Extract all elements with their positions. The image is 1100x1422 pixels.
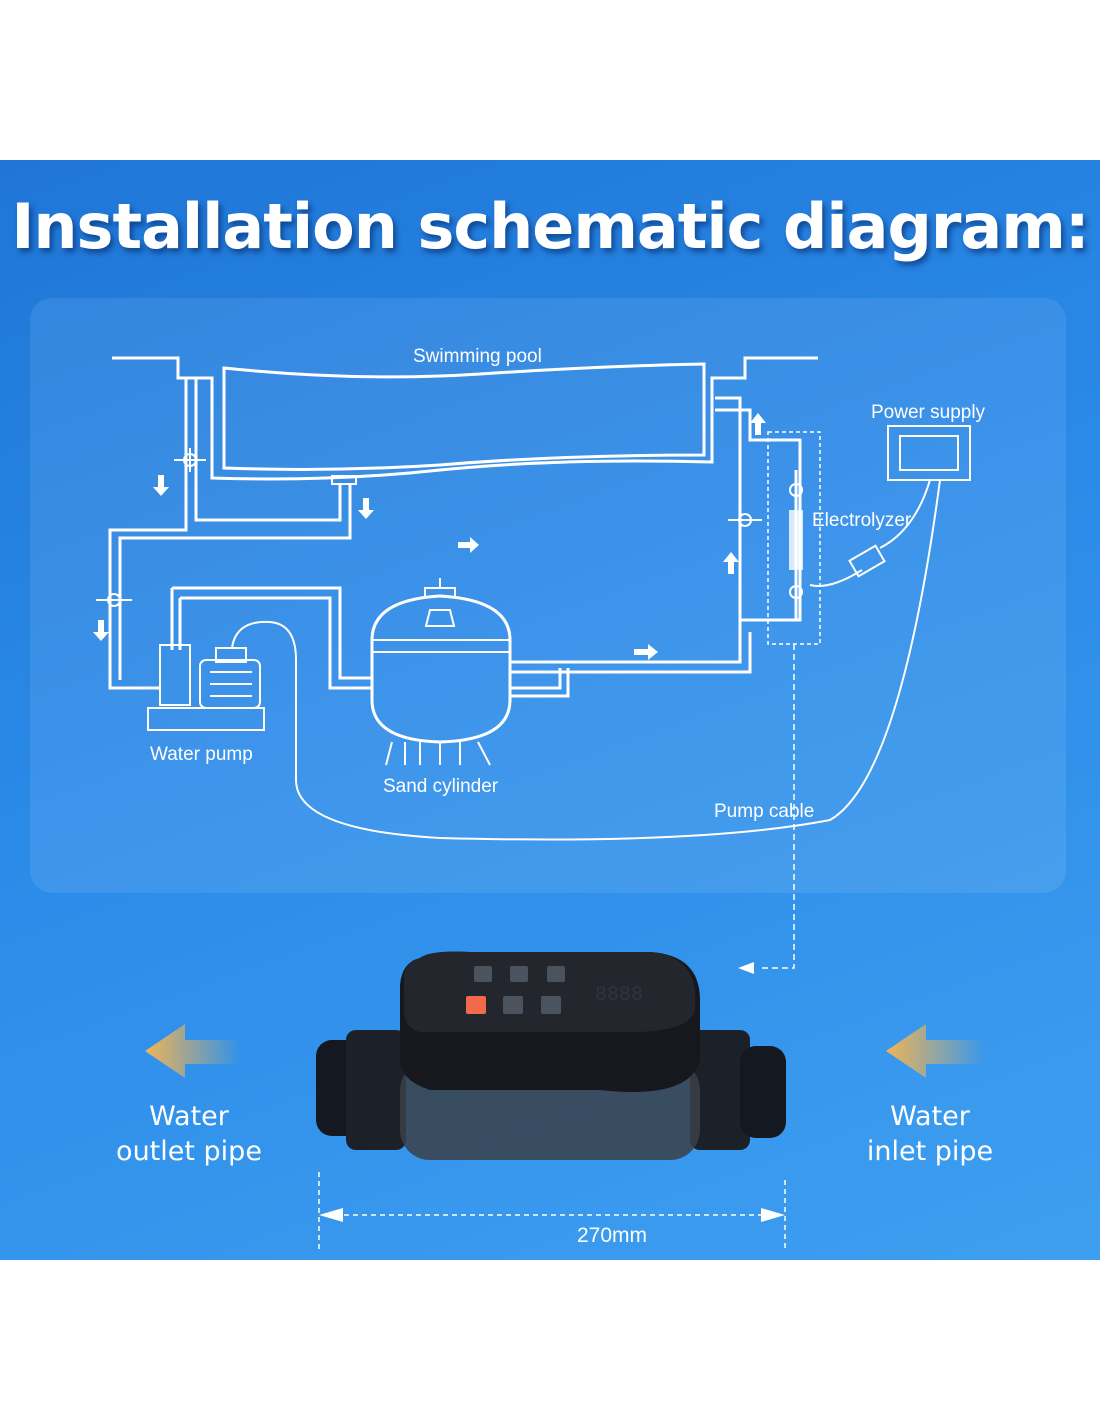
- water-pump-label: Water pump: [150, 744, 253, 765]
- page-title: Installation schematic diagram:: [11, 190, 1089, 263]
- power-supply: [887, 425, 971, 481]
- swimming-pool: [112, 356, 818, 485]
- outlet-label-1: Water: [149, 1101, 230, 1132]
- sand-cylinder-label: Sand cylinder: [383, 776, 499, 797]
- sand-cylinder: [370, 578, 512, 766]
- inlet-arrow-icon: [886, 1024, 985, 1078]
- electrolyzer: [738, 431, 931, 974]
- outlet-label-2: outlet pipe: [116, 1136, 262, 1167]
- led-display: 8888: [595, 984, 643, 1007]
- pool-label: Swimming pool: [413, 346, 542, 367]
- pump-cable-label: Pump cable: [714, 801, 814, 822]
- pipe-network: [96, 378, 802, 698]
- dimension-line: [318, 1172, 786, 1252]
- flow-arrows: [93, 413, 766, 660]
- schematic-panel: [30, 298, 1066, 893]
- electrolyzer-label: Electrolyzer: [812, 510, 912, 531]
- water-pump: [147, 479, 941, 841]
- salt-chlorinator-device: 8888: [316, 951, 786, 1160]
- dimension-label: 270mm: [577, 1224, 647, 1247]
- outlet-arrow-icon: [145, 1024, 240, 1078]
- control-buttons: [466, 966, 565, 1014]
- inlet-label-1: Water: [890, 1101, 971, 1132]
- inlet-label-2: inlet pipe: [867, 1136, 993, 1167]
- power-supply-label: Power supply: [871, 402, 986, 423]
